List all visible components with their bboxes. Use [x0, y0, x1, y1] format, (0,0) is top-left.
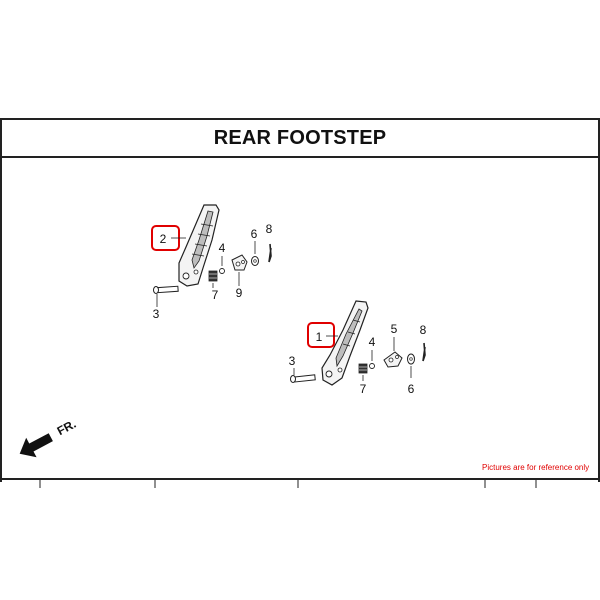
- callout-6-right: 6: [408, 382, 415, 396]
- right-mount-plate: [383, 351, 403, 368]
- callout-3-left: 3: [153, 307, 160, 321]
- frame-bottom-ticks: [39, 480, 537, 488]
- right-pedal-highlight-box: [307, 322, 335, 348]
- callout-3-right: 3: [289, 354, 296, 368]
- callout-4-right: 4: [369, 335, 376, 349]
- callout-1: 1: [316, 330, 323, 344]
- right-footstep-pedal: [321, 300, 369, 386]
- front-direction-label: FR.: [55, 417, 79, 438]
- callout-7-left: 7: [212, 288, 219, 302]
- left-clip: [268, 243, 272, 263]
- right-detent-ball: [369, 363, 375, 369]
- diagram-frame: REAR FOOTSTEP: [0, 118, 600, 482]
- callout-2: 2: [160, 232, 167, 246]
- frame-left-border: [0, 120, 2, 482]
- right-pivot-pin: [290, 374, 316, 383]
- left-mount-plate: [231, 254, 248, 271]
- callout-4-left: 4: [219, 241, 226, 255]
- callout-5-right: 5: [391, 322, 398, 336]
- right-spring-pin: [358, 363, 368, 374]
- page-title: REAR FOOTSTEP: [213, 126, 387, 149]
- callout-9-left: 9: [236, 286, 243, 300]
- frame-right-border: [598, 120, 600, 482]
- callout-6-left: 6: [251, 227, 258, 241]
- right-clip: [422, 342, 426, 362]
- callout-7-right: 7: [360, 382, 367, 396]
- left-detent-ball: [219, 268, 225, 274]
- front-direction-arrow-icon: [19, 433, 53, 458]
- callout-8-left: 8: [266, 222, 273, 236]
- callout-8-right: 8: [420, 323, 427, 337]
- left-pivot-pin: [153, 285, 179, 294]
- left-spring-pin: [208, 270, 218, 282]
- title-bar: REAR FOOTSTEP: [0, 120, 600, 158]
- left-footstep-pedal: [178, 204, 220, 287]
- reference-note: Pictures are for reference only: [482, 463, 590, 472]
